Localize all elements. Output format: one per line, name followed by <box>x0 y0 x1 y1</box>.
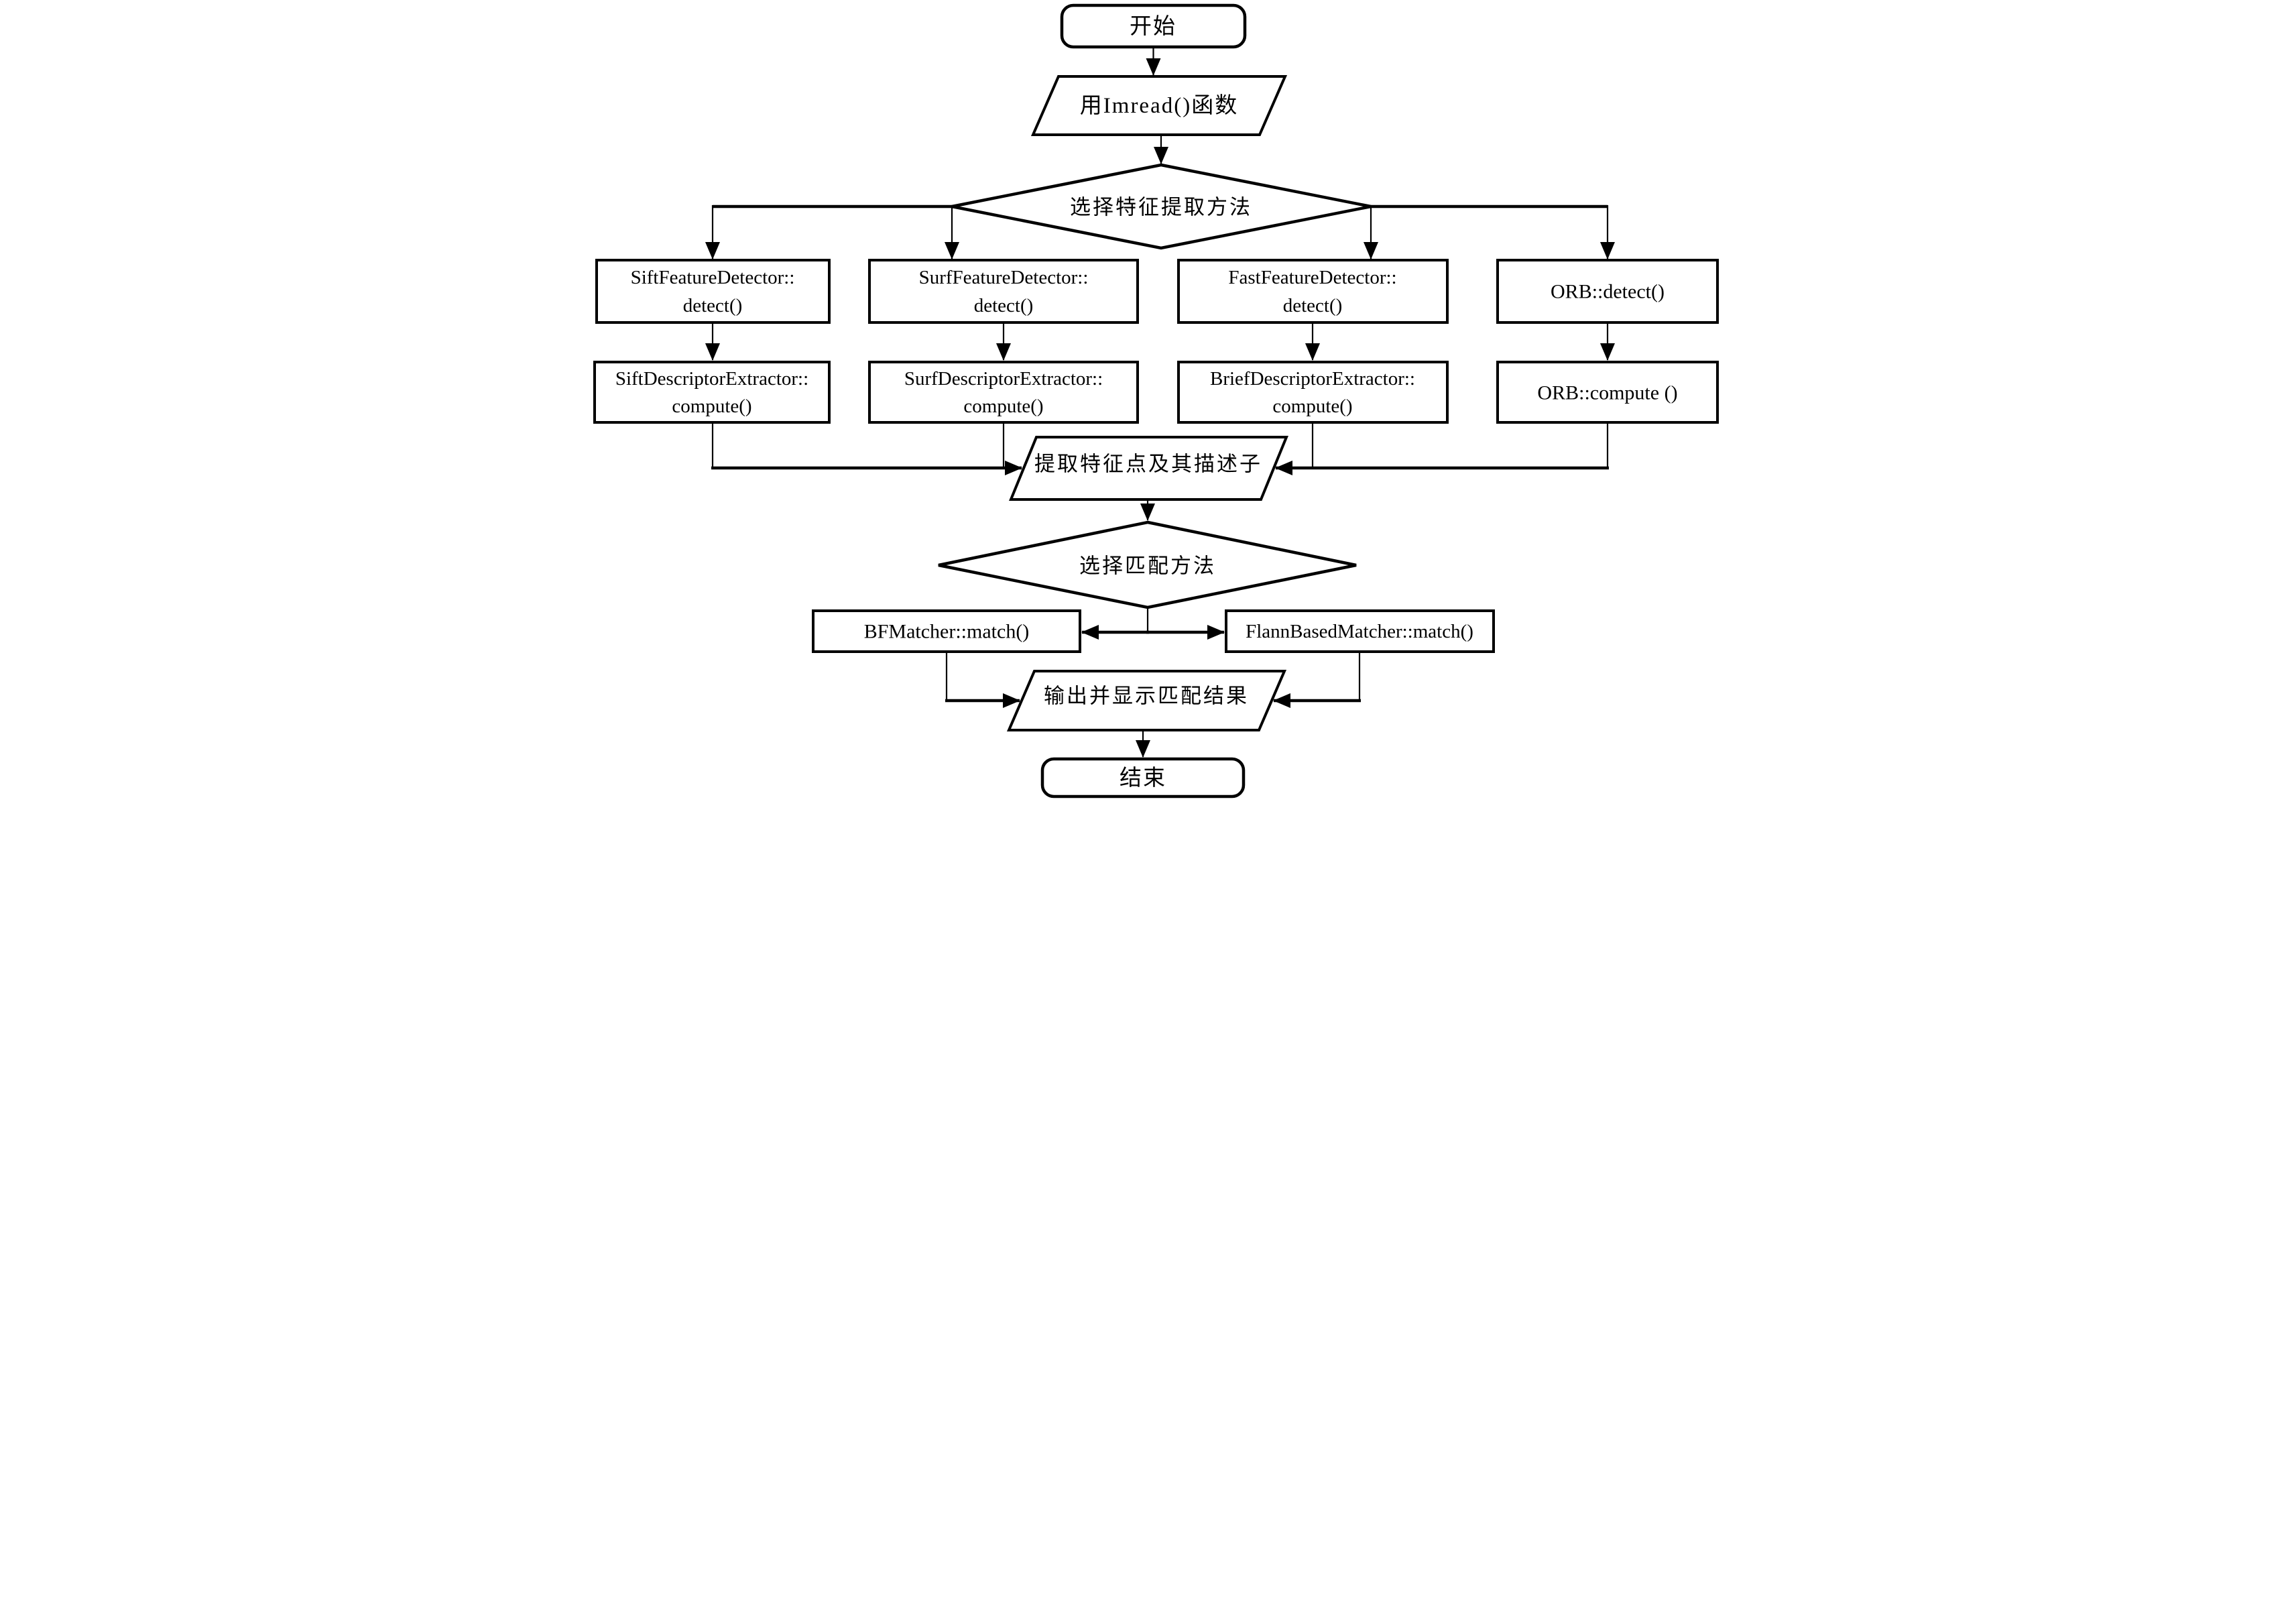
fast-detect-line1: FastFeatureDetector:: <box>1228 267 1396 288</box>
select-match-method-diamond <box>938 520 1356 609</box>
fast-detect-box <box>1176 259 1449 324</box>
start-node <box>1060 3 1246 49</box>
end-node <box>1040 757 1245 798</box>
sift-detect-line1: SiftFeatureDetector:: <box>630 267 794 288</box>
start-label: 开始 <box>1130 14 1176 39</box>
surf-compute-line1: SurfDescriptorExtractor:: <box>904 368 1102 390</box>
fast-detect-line2: detect() <box>1282 295 1342 316</box>
select-feature-method-diamond <box>951 163 1371 250</box>
feature-matching-flowchart: 开始 用Imread()函数 选择特征提取方法 SiftFeatureDetec… <box>593 3 1719 798</box>
end-label: 结束 <box>1120 766 1166 790</box>
flann-match-label: FlannBasedMatcher::match() <box>1246 621 1473 642</box>
brief-compute-box <box>1176 361 1449 424</box>
orb-compute-label: ORB::compute () <box>1537 382 1677 404</box>
brief-compute-line1: BriefDescriptorExtractor:: <box>1210 368 1415 390</box>
orb-compute-box <box>1496 361 1719 424</box>
sift-compute-line2: compute() <box>672 396 751 417</box>
surf-compute-line2: compute() <box>963 396 1043 417</box>
extract-features-parallelogram <box>1008 436 1288 501</box>
brief-compute-line2: compute() <box>1272 396 1352 417</box>
sift-detect-line2: detect() <box>682 295 742 316</box>
bf-match-label: BFMatcher::match() <box>863 621 1029 643</box>
select-feature-method-label: 选择特征提取方法 <box>1070 196 1252 219</box>
bf-match-box <box>811 609 1081 653</box>
sift-compute-line1: SiftDescriptorExtractor:: <box>615 368 808 390</box>
select-match-method-label: 选择匹配方法 <box>1079 554 1216 578</box>
surf-detect-line2: detect() <box>973 295 1033 316</box>
flowchart-canvas: 开始 用Imread()函数 选择特征提取方法 SiftFeatureDetec… <box>574 0 1722 799</box>
surf-detect-box <box>867 259 1139 324</box>
imread-parallelogram <box>1030 75 1287 136</box>
output-result-parallelogram <box>1006 670 1286 731</box>
output-result-label: 输出并显示匹配结果 <box>1044 685 1249 708</box>
surf-compute-box <box>867 361 1139 424</box>
sift-compute-box <box>593 361 831 424</box>
orb-detect-label: ORB::detect() <box>1551 281 1665 303</box>
extract-features-label: 提取特征点及其描述子 <box>1034 453 1262 476</box>
surf-detect-line1: SurfFeatureDetector:: <box>918 267 1088 288</box>
sift-detect-box <box>595 259 831 324</box>
orb-detect-box <box>1496 259 1719 324</box>
imread-label: 用Imread()函数 <box>1079 93 1237 118</box>
flann-match-box <box>1224 609 1495 653</box>
